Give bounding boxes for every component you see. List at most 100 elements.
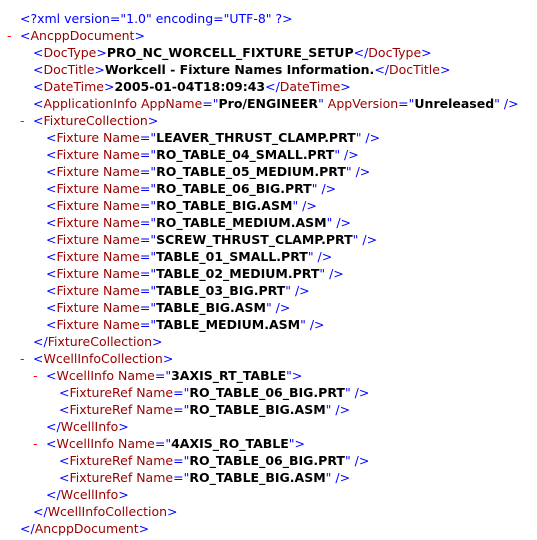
attribute-equals: =" [173,402,190,417]
xml-tree-view: <?xml version="1.0" encoding="UTF-8" ?>-… [0,10,537,537]
tag-bracket: /> [331,470,351,485]
attribute-quote: " [318,96,324,111]
collapse-toggle-icon[interactable]: - [33,368,38,383]
tag-bracket: </ [33,334,48,349]
tag-bracket: < [46,181,57,196]
tag-name: DocTitle [43,62,95,77]
xml-line-content: </WcellInfo> [46,418,129,435]
tag-name: FixtureRef [69,402,133,417]
attribute-name: Name [99,317,140,332]
tag-bracket: > [291,368,303,383]
attribute-quote: " [325,470,332,485]
xml-line-content: <Fixture Name="LEAVER_THRUST_CLAMP.PRT" … [46,129,380,146]
xml-line: <Fixture Name="TABLE_MEDIUM.ASM" /> [0,316,537,333]
tag-bracket: /> [361,130,381,145]
tag-name: WcellInfo [56,436,115,451]
tag-bracket: /> [271,300,291,315]
tag-name: FixtureRef [69,385,133,400]
attribute-equals: =" [139,249,157,264]
attribute-equals: =" [173,453,190,468]
tag-bracket: < [46,232,57,247]
xml-line: <FixtureRef Name="RO_TABLE_BIG.ASM" /> [0,401,537,418]
attribute-quote: " [352,232,359,247]
xml-line[interactable]: -<WcellInfo Name="4AXIS_RO_TABLE"> [0,435,537,452]
attribute-equals: =" [139,130,157,145]
xml-line[interactable]: -<WcellInfo Name="3AXIS_RT_TABLE"> [0,367,537,384]
xml-line: </WcellInfoCollection> [0,503,537,520]
xml-line-content: <FixtureCollection> [33,112,158,129]
tag-bracket: < [20,28,31,43]
attribute-equals: =" [154,368,172,383]
xml-line-content: <DocTitle>Workcell - Fixture Names Infor… [33,61,450,78]
tag-bracket: < [33,79,44,94]
tag-name: Fixture [56,130,100,145]
tag-bracket: /> [298,198,317,213]
tag-bracket: > [421,45,432,60]
attribute-name: Name [99,215,140,230]
attribute-name: Name [99,147,140,162]
tag-name: AncppDocument [30,28,135,43]
xml-line: <Fixture Name="SCREW_THRUST_CLAMP.PRT" /… [0,231,537,248]
tag-bracket: < [46,249,57,264]
xml-line: </AncppDocument> [0,520,537,537]
collapse-toggle-icon[interactable]: - [33,436,38,451]
xml-line[interactable]: -<AncppDocument> [0,27,537,44]
xml-line-content: <FixtureRef Name="RO_TABLE_BIG.ASM" /> [59,469,350,486]
attribute-value: RO_TABLE_MEDIUM.ASM [156,215,327,230]
tag-name: FixtureRef [69,453,133,468]
tag-bracket: < [59,402,70,417]
attribute-name: Name [132,402,174,417]
attribute-value: RO_TABLE_06_BIG.PRT [156,181,312,196]
tag-bracket: /> [305,317,325,332]
attribute-quote: " [345,164,352,179]
tag-name: WcellInfo [60,419,119,434]
tag-bracket: > [294,436,306,451]
tag-bracket: </ [46,487,61,502]
tag-name: Fixture [56,266,100,281]
attribute-value: TABLE_BIG.ASM [156,300,266,315]
tag-name: Fixture [56,215,100,230]
xml-line-content: <DocType>PRO_NC_WORCELL_FIXTURE_SETUP</D… [33,44,432,61]
tag-name: DocType [43,45,97,60]
xml-line[interactable]: -<WcellInfoCollection> [0,350,537,367]
attribute-value: RO_TABLE_BIG.ASM [189,470,326,485]
collapse-toggle-icon[interactable]: - [20,113,25,128]
attribute-name: Name [99,232,140,247]
xml-line[interactable]: -<FixtureCollection> [0,112,537,129]
xml-line-content: <Fixture Name="TABLE_MEDIUM.ASM" /> [46,316,325,333]
xml-line-content: <Fixture Name="RO_TABLE_BIG.ASM" /> [46,197,317,214]
attribute-value: TABLE_01_SMALL.PRT [156,249,308,264]
attribute-value: SCREW_THRUST_CLAMP.PRT [156,232,353,247]
tag-name: DateTime [279,79,341,94]
tag-bracket: < [46,368,57,383]
xml-line-content: <ApplicationInfo AppName="Pro/ENGINEER" … [33,95,519,112]
xml-line: <DocType>PRO_NC_WORCELL_FIXTURE_SETUP</D… [0,44,537,61]
attribute-equals: =" [139,181,157,196]
xml-line: <Fixture Name="RO_TABLE_MEDIUM.ASM" /> [0,214,537,231]
attribute-equals: =" [139,147,157,162]
element-text: 2005-01-04T18:09:43 [114,79,266,94]
xml-line: <?xml version="1.0" encoding="UTF-8" ?> [0,10,537,27]
xml-line-content: <Fixture Name="RO_TABLE_MEDIUM.ASM" /> [46,214,351,231]
attribute-value: Unreleased [414,96,495,111]
tag-bracket: < [46,283,57,298]
attribute-equals: =" [139,283,157,298]
tag-name: AncppDocument [34,521,139,536]
tag-bracket: > [94,62,105,77]
tag-bracket: < [46,436,57,451]
attribute-name: Name [99,181,140,196]
attribute-quote: " [307,249,314,264]
tag-bracket: /> [499,96,519,111]
xml-line: </FixtureCollection> [0,333,537,350]
tag-name: WcellInfoCollection [43,351,163,366]
tag-name: Fixture [56,198,100,213]
tag-bracket: </ [33,504,48,519]
tag-bracket: > [118,487,129,502]
collapse-toggle-icon[interactable]: - [7,28,12,43]
attribute-quote: " [326,215,333,230]
attribute-name: Name [99,300,140,315]
xml-line-content: <FixtureRef Name="RO_TABLE_BIG.ASM" /> [59,401,350,418]
xml-line-content: <FixtureRef Name="RO_TABLE_06_BIG.PRT" /… [59,384,369,401]
collapse-toggle-icon[interactable]: - [20,351,25,366]
attribute-equals: =" [139,232,157,247]
